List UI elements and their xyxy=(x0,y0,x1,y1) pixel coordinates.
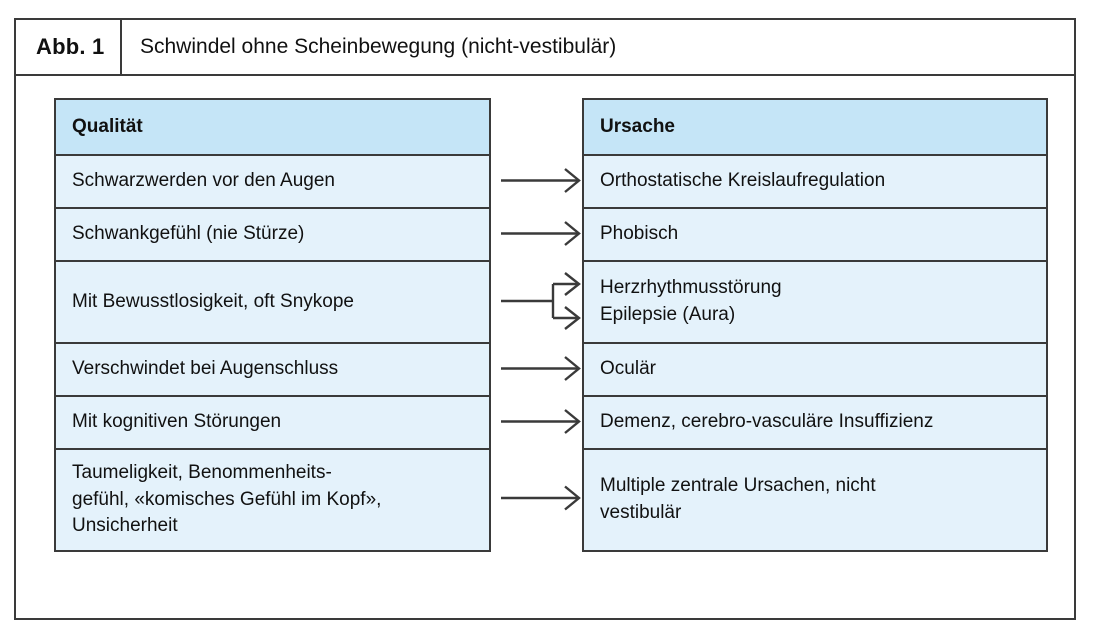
quality-text-2: Schwankgefühl (nie Stürze) xyxy=(72,223,305,245)
quality-text-1: Schwarzwerden vor den Augen xyxy=(72,170,335,192)
figure-title: Schwindel ohne Scheinbewegung (nicht-ves… xyxy=(140,35,617,58)
quality-column-header: Qualität xyxy=(56,100,489,156)
cause-text-1: Orthostatische Kreislaufregulation xyxy=(600,170,886,192)
quality-text-6-line-1: Taumeligkeit, Benommenheits- xyxy=(72,461,332,483)
cause-text-6-line-2: vestibulär xyxy=(600,502,682,523)
quality-cell-6: Taumeligkeit, Benommenheits- gefühl, «ko… xyxy=(56,450,489,550)
figure-title-bar: Abb. 1 Schwindel ohne Scheinbewegung (ni… xyxy=(16,20,1074,76)
cause-column: Ursache Orthostatische Kreislaufregulati… xyxy=(582,98,1048,552)
arrow-row-2 xyxy=(501,221,581,246)
cause-cell-2: Phobisch xyxy=(584,209,1046,262)
quality-text-6-line-3: Unsicherheit xyxy=(72,515,178,537)
arrow-row-3-branching xyxy=(501,272,581,330)
quality-column: Qualität Schwarzwerden vor den Augen Sch… xyxy=(54,98,491,552)
diagram-body: Qualität Schwarzwerden vor den Augen Sch… xyxy=(16,76,1074,620)
arrow-row-4 xyxy=(501,356,581,381)
quality-cell-4: Verschwindet bei Augenschluss xyxy=(56,344,489,397)
cause-text-2: Phobisch xyxy=(600,223,679,245)
cause-text-3-line-2: Epilepsie (Aura) xyxy=(600,304,736,325)
cause-text-6-line-1: Multiple zentrale Ursachen, nicht xyxy=(600,475,876,497)
cause-cell-6: Multiple zentrale Ursachen, nicht vestib… xyxy=(584,450,1046,550)
figure-number-label: Abb. 1 xyxy=(16,20,122,74)
quality-text-4: Verschwindet bei Augenschluss xyxy=(72,358,339,380)
cause-column-header: Ursache xyxy=(584,100,1046,156)
quality-cell-2: Schwankgefühl (nie Stürze) xyxy=(56,209,489,262)
cause-cell-1: Orthostatische Kreislaufregulation xyxy=(584,156,1046,209)
cause-text-4: Oculär xyxy=(600,358,656,380)
arrow-row-5 xyxy=(501,409,581,434)
quality-cell-1: Schwarzwerden vor den Augen xyxy=(56,156,489,209)
quality-text-3: Mit Bewusstlosigkeit, oft Snykope xyxy=(72,290,354,312)
quality-text-6-line-2: gefühl, «komisches Gefühl im Kopf», xyxy=(72,488,382,510)
arrow-row-6 xyxy=(501,485,581,511)
cause-text-3-line-1: Herzrhythmusstörung xyxy=(600,277,782,299)
quality-cell-5: Mit kognitiven Störungen xyxy=(56,397,489,450)
arrow-row-1 xyxy=(501,168,581,193)
figure-frame: Abb. 1 Schwindel ohne Scheinbewegung (ni… xyxy=(14,18,1076,620)
quality-cell-3: Mit Bewusstlosigkeit, oft Snykope xyxy=(56,262,489,344)
cause-cell-5: Demenz, cerebro-vasculäre Insuffizienz xyxy=(584,397,1046,450)
connector-arrows-svg xyxy=(501,168,581,511)
cause-cell-4: Oculär xyxy=(584,344,1046,397)
cause-cell-3: Herzrhythmusstörung Epilepsie (Aura) xyxy=(584,262,1046,344)
connector-arrows xyxy=(491,98,582,558)
cause-text-5: Demenz, cerebro-vasculäre Insuffizienz xyxy=(600,411,934,433)
quality-text-5: Mit kognitiven Störungen xyxy=(72,411,282,433)
